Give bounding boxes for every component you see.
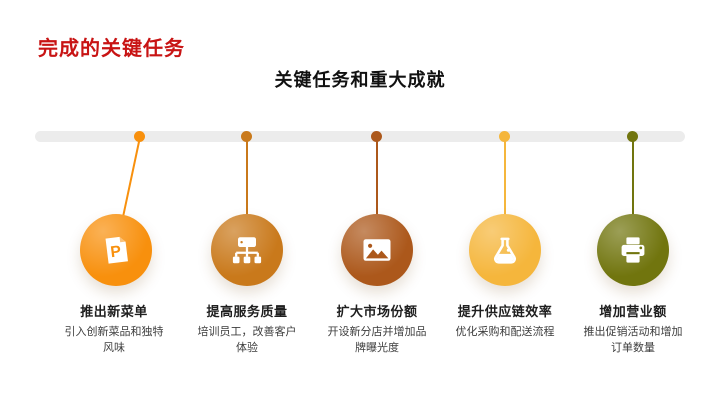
milestone-text: 提高服务质量 培训员工，改善客户体验 (182, 301, 312, 356)
image-icon (359, 232, 395, 268)
milestone-description: 培训员工，改善客户体验 (197, 326, 297, 354)
milestone-description: 开设新分店并增加品牌曝光度 (327, 326, 427, 354)
milestone-title: 扩大市场份额 (336, 304, 418, 319)
milestone-title: 增加营业额 (599, 304, 667, 319)
milestone-description: 推出促销活动和增加订单数量 (583, 326, 683, 354)
document-p-icon: P (98, 232, 134, 268)
timeline-dot (499, 131, 510, 142)
milestone-circle (341, 214, 413, 286)
timeline-dot (627, 131, 638, 142)
sitemap-icon (229, 232, 265, 268)
timeline-connector (376, 137, 378, 216)
milestone-text: 推出新菜单 引入创新菜品和独特风味 (49, 301, 179, 356)
printer-icon (615, 232, 651, 268)
timeline-dot (241, 131, 252, 142)
milestone-text: 扩大市场份额 开设新分店并增加品牌曝光度 (312, 301, 442, 356)
flask-icon (487, 232, 523, 268)
milestone-circle (597, 214, 669, 286)
timeline-bar (35, 131, 685, 142)
timeline-connector (121, 136, 141, 220)
milestone-circle (211, 214, 283, 286)
page-title: 完成的关键任务 (38, 38, 185, 60)
slide-subtitle: 关键任务和重大成就 (274, 70, 446, 90)
milestone-title: 提升供应链效率 (457, 304, 553, 319)
timeline-connector (504, 137, 506, 216)
timeline-connector (632, 137, 634, 216)
timeline-dot (134, 131, 145, 142)
milestone-description: 引入创新菜品和独特风味 (64, 326, 164, 354)
timeline-connector (246, 137, 248, 216)
milestone-title: 提高服务质量 (206, 304, 288, 319)
timeline-dot (371, 131, 382, 142)
milestone-title: 推出新菜单 (80, 304, 148, 319)
milestone-text: 增加营业额 推出促销活动和增加订单数量 (568, 301, 698, 356)
milestone-circle: P (80, 214, 152, 286)
milestone-text: 提升供应链效率 优化采购和配送流程 (440, 301, 570, 341)
milestone-circle (469, 214, 541, 286)
milestone-description: 优化采购和配送流程 (455, 326, 555, 338)
svg-text:P: P (110, 243, 123, 261)
